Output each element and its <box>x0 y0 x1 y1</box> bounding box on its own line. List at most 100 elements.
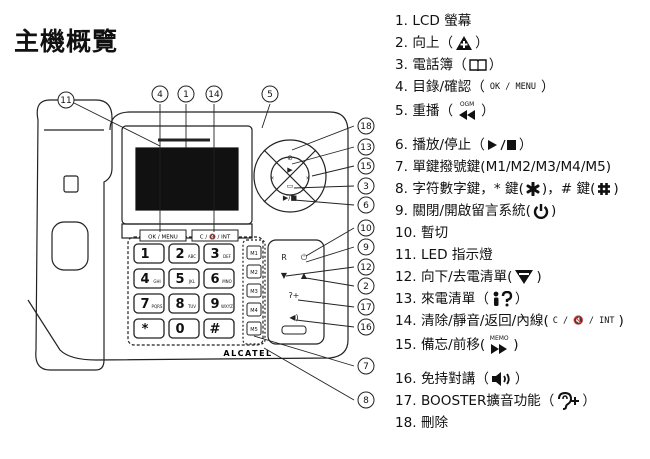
keypad-key: 1 <box>133 243 165 264</box>
svg-text:MNO: MNO <box>222 279 232 284</box>
legend-item-5: 5. 重播（ OGM ） <box>395 101 495 120</box>
legend-item-11: 11. LED 指示燈 <box>395 247 493 263</box>
svg-text:9: 9 <box>210 297 219 312</box>
memory-key: M1 <box>246 245 262 260</box>
svg-text:▶: ▶ <box>287 166 293 174</box>
ok-menu-label: OK / MENU <box>148 235 178 241</box>
svg-text:6: 6 <box>363 201 369 211</box>
svg-text:M2: M2 <box>250 270 258 276</box>
svg-text:▭: ▭ <box>287 182 294 190</box>
svg-text:5: 5 <box>175 272 184 287</box>
svg-text:⊘: ⊘ <box>287 154 293 162</box>
svg-text:2: 2 <box>363 282 369 292</box>
svg-text:9: 9 <box>363 243 369 253</box>
svg-text:◀): ◀) <box>289 313 298 322</box>
svg-text:8: 8 <box>175 297 184 312</box>
svg-text:12: 12 <box>360 263 371 273</box>
callout-number: 16 <box>357 318 375 336</box>
keypad-key: 4 GHI <box>133 268 165 289</box>
svg-text:WXYZ: WXYZ <box>221 304 233 309</box>
svg-text:7: 7 <box>140 297 149 312</box>
svg-text:6: 6 <box>210 272 219 287</box>
legend-item-1: 1. LCD 螢幕 <box>395 13 472 29</box>
page-title: 主機概覽 <box>14 27 119 56</box>
svg-text:▼: ▼ <box>281 271 288 280</box>
phone-base-outline <box>27 111 349 361</box>
svg-text:4: 4 <box>157 90 163 100</box>
memo-forward-icon: MEMO <box>489 335 509 355</box>
callout-number: 6 <box>357 196 375 214</box>
svg-text:#: # <box>210 322 221 337</box>
speaker-icon <box>491 371 513 387</box>
legend-item-9: 9. 關閉/開啟留言系統( ) <box>395 203 557 219</box>
legend-item-17: 17. BOOSTER擴音功能（ ） <box>395 392 596 410</box>
legend-item-18: 18. 刪除 <box>395 415 449 431</box>
svg-text:ʔ+: ʔ+ <box>289 291 300 300</box>
c-mute-int-label: C / 🔇 / INT <box>200 234 231 241</box>
svg-text:ABC: ABC <box>188 254 196 259</box>
hash-key-icon <box>597 182 611 196</box>
svg-text:«: « <box>270 174 274 182</box>
callout-number: 14 <box>205 85 223 103</box>
svg-text:7: 7 <box>363 362 369 372</box>
memory-key-area <box>242 239 266 345</box>
svg-text:GHI: GHI <box>153 279 160 284</box>
svg-text:⏻: ⏻ <box>301 253 308 262</box>
keypad-key: 0 <box>168 318 200 339</box>
down-triangle-icon <box>514 269 534 285</box>
callout-number: 18 <box>357 117 375 135</box>
legend-item-8: 8. 字符數字鍵，* 鍵( )，# 鍵( ) <box>395 181 619 197</box>
svg-text:▲: ▲ <box>301 271 308 280</box>
callout-number: 4 <box>151 85 169 103</box>
callout-number: 15 <box>357 157 375 175</box>
memory-key: M4 <box>246 302 262 317</box>
legend-item-10: 10. 暫切 <box>395 225 449 241</box>
function-panel <box>267 239 325 345</box>
callout-number: 3 <box>357 177 375 195</box>
svg-text:4: 4 <box>140 272 149 287</box>
callout-number: 13 <box>357 138 375 156</box>
svg-text:11: 11 <box>60 96 71 106</box>
brand-logo: ALCATEL <box>223 349 272 358</box>
callout-number: 12 <box>357 258 375 276</box>
nav-wheel <box>253 139 327 213</box>
legend-item-12: 12. 向下/去電清單( ) <box>395 269 542 285</box>
svg-text:10: 10 <box>360 224 372 234</box>
callout-number: 7 <box>357 357 375 375</box>
svg-text:*: * <box>142 322 149 337</box>
svg-text:17: 17 <box>360 303 371 313</box>
svg-text:M1: M1 <box>250 251 258 257</box>
svg-text:▶/■: ▶/■ <box>283 194 297 202</box>
legend-item-3: 3. 電話簿（ ） <box>395 57 503 73</box>
svg-text:M5: M5 <box>250 327 258 333</box>
callout-number: 17 <box>357 298 375 316</box>
star-key-icon <box>526 182 540 196</box>
play-stop-icon <box>487 139 517 151</box>
svg-text:13: 13 <box>360 143 371 153</box>
svg-text:R: R <box>281 253 287 262</box>
memory-key: M2 <box>246 264 262 279</box>
book-icon <box>468 58 487 72</box>
memory-key: M5 <box>246 321 262 336</box>
legend-item-14: 14. 清除/靜音/返回/內線( C / 🔇 / INT ) <box>395 310 624 332</box>
legend-item-4: 4. 目錄/確認（ OK / MENU ） <box>395 76 555 98</box>
svg-text:PQRS: PQRS <box>152 304 163 309</box>
legend-item-15: 15. 備忘/前移( MEMO ) <box>395 335 519 355</box>
legend-item-13: 13. 來電清單（ ） <box>395 291 529 307</box>
callout-number: 8 <box>357 391 375 409</box>
memory-key: M3 <box>246 283 262 298</box>
legend-item-16: 16. 免持對講（ ） <box>395 371 529 387</box>
svg-text:TUV: TUV <box>187 304 196 309</box>
svg-text:3: 3 <box>363 182 369 192</box>
svg-text:16: 16 <box>360 323 372 333</box>
svg-text:8: 8 <box>363 396 369 406</box>
keypad-key: * <box>133 318 165 339</box>
svg-text:1: 1 <box>183 90 189 100</box>
